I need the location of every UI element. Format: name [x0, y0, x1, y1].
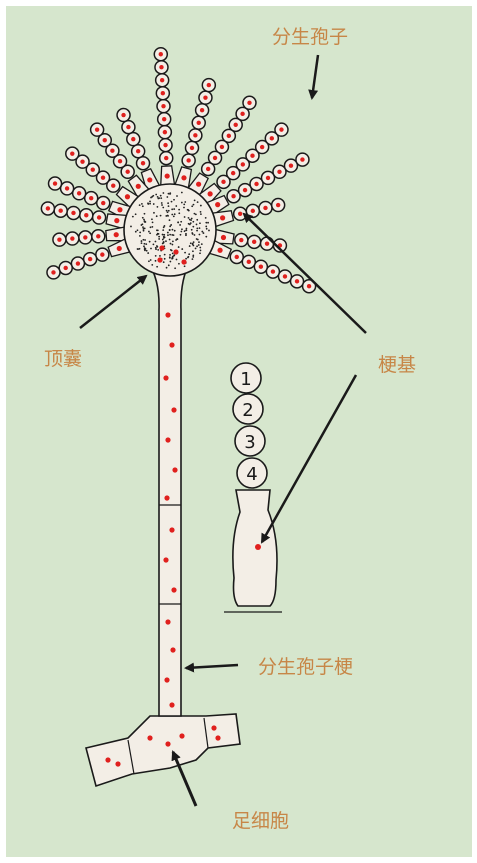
label-foot-cell: 足细胞 [232, 806, 289, 833]
conidium-number-2: 2 [242, 400, 253, 421]
foot-cell [86, 714, 240, 786]
arrow-sterigmata-lower [262, 375, 356, 542]
conidium-number-1: 1 [240, 369, 251, 390]
arrow-vesicle [80, 276, 146, 328]
conidiophore-stalk [148, 262, 190, 716]
conidium-number-4: 4 [246, 464, 257, 485]
arrow-conidia [312, 55, 318, 98]
label-conidia: 分生孢子 [272, 22, 348, 49]
label-conidiophore: 分生孢子梗 [258, 652, 353, 679]
arrow-conidiophore [186, 665, 238, 668]
phialide-detail: 1 2 3 4 [224, 363, 282, 612]
label-vesicle: 顶囊 [44, 344, 82, 371]
label-sterigmata: 梗基 [378, 350, 416, 377]
conidium-number-3: 3 [244, 432, 255, 453]
phialide-detail-cell [233, 490, 277, 606]
